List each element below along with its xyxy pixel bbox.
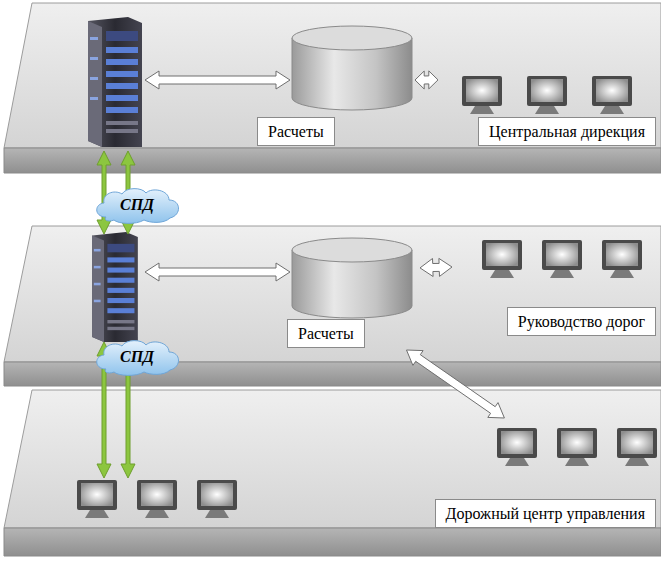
computer-icon [197,480,237,518]
label-node: Дорожный центр управления [338,418,658,530]
label-box: Расчеты [287,319,365,348]
double-arrow [415,71,438,89]
cloud-label: СПД [92,338,182,376]
server-icon [88,17,142,147]
label-box: Центральная дирекция [478,117,656,146]
slab-front [4,528,661,556]
slab-top [4,3,661,148]
label-node: Центральная дирекция [438,66,658,148]
computer-icon [137,480,177,518]
label-box: Расчеты [257,117,335,146]
computer-icon [527,76,567,114]
label-node: Расчеты [285,236,420,350]
computer-icon [482,240,522,278]
double-arrow [145,263,290,281]
computer-icon [602,240,642,278]
computer-icon [77,480,117,518]
computer-icon [557,428,597,466]
label-node: Расчеты [255,22,415,148]
computer-icon [617,428,657,466]
computer-icon [462,76,502,114]
cloud-label: СПД [92,186,182,224]
label-box: Дорожный центр управления [435,499,656,528]
network-cloud: СПД [92,338,182,376]
database-cylinder [292,26,412,110]
label-node: Руководство дорог [452,232,658,338]
slab-top [4,226,661,362]
double-arrow [420,258,452,276]
database-cylinder [292,238,412,318]
computer-icon [497,428,537,466]
double-arrow [407,350,505,418]
double-arrow [145,71,290,89]
label-box: Руководство дорог [507,307,656,336]
server-icon [92,232,138,342]
computer-icon [542,240,582,278]
computer-icon [592,76,632,114]
network-arrow [97,151,111,234]
network-cloud: СПД [92,186,182,224]
